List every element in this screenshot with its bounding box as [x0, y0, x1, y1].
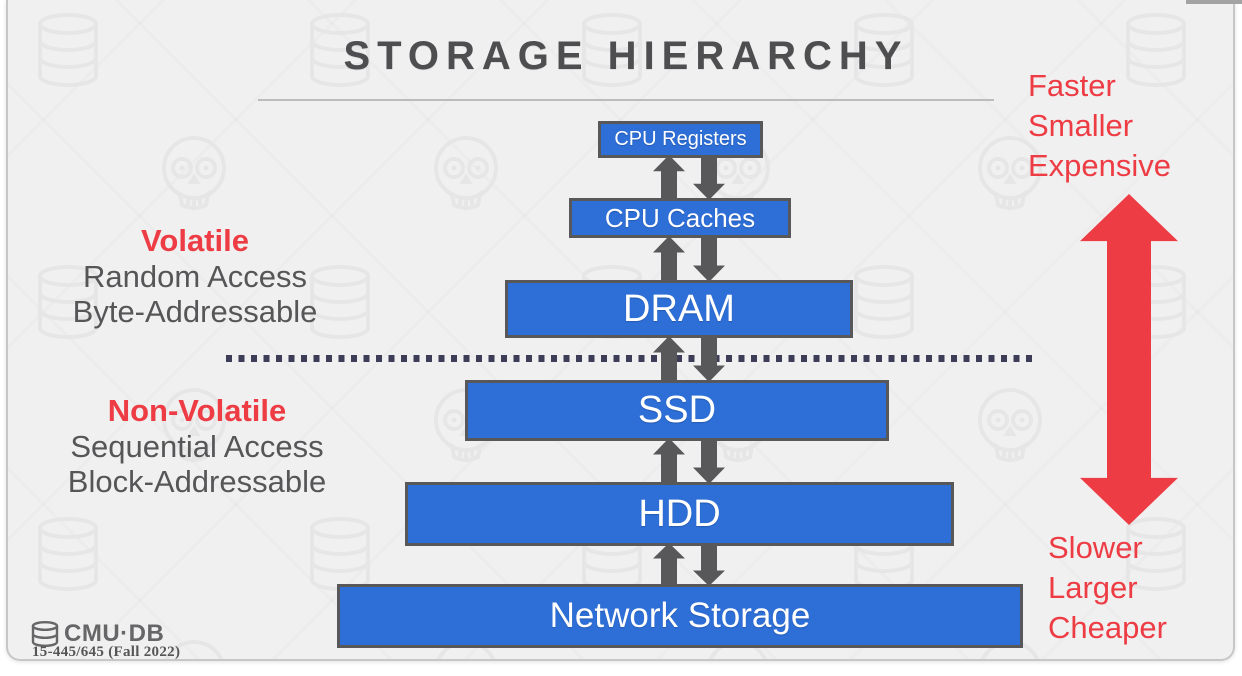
anno-line: Cheaper	[1048, 610, 1167, 645]
hierarchy-box-ssd: SSD	[465, 380, 889, 441]
updown-arrows-icon	[653, 155, 725, 200]
anno-line: Smaller	[1028, 108, 1134, 143]
anno-line: Larger	[1048, 570, 1138, 605]
faster-annotation: Faster Smaller Expensive	[1028, 66, 1171, 186]
nonvolatile-heading: Non-Volatile	[107, 393, 287, 428]
volatile-divider	[226, 355, 1032, 362]
hierarchy-box-cpu-registers: CPU Registers	[598, 121, 763, 158]
hierarchy-box-network-storage: Network Storage	[337, 584, 1023, 648]
anno-line: Faster	[1028, 68, 1116, 103]
faster-slower-arrow-icon	[1080, 194, 1178, 525]
updown-arrows-icon	[653, 543, 725, 586]
nonvolatile-annotation: Non-Volatile Sequential Access Block-Add…	[30, 392, 364, 499]
nonvolatile-line: Block-Addressable	[67, 464, 327, 499]
hierarchy-box-hdd: HDD	[405, 482, 954, 546]
title-divider	[258, 99, 994, 101]
slower-annotation: Slower Larger Cheaper	[1048, 528, 1167, 648]
volatile-heading: Volatile	[141, 223, 249, 258]
hierarchy-box-dram: DRAM	[505, 280, 853, 338]
updown-arrows-icon	[653, 336, 725, 382]
volatile-line: Random Access	[83, 259, 307, 294]
updown-arrows-icon	[653, 236, 725, 282]
nonvolatile-line: Sequential Access	[70, 429, 324, 464]
window-edge-fragment	[1186, 0, 1242, 4]
updown-arrows-icon	[653, 438, 725, 484]
hierarchy-box-cpu-caches: CPU Caches	[569, 198, 791, 238]
volatile-annotation: Volatile Random Access Byte-Addressable	[36, 222, 354, 329]
anno-line: Expensive	[1028, 148, 1172, 183]
slide-title: STORAGE HIERARCHY	[343, 34, 909, 78]
course-code: 15-445/645 (Fall 2022)	[32, 644, 181, 660]
slide: STORAGE HIERARCHY CPU Registers CPU Cach…	[6, 0, 1235, 661]
anno-line: Slower	[1048, 530, 1143, 565]
volatile-line: Byte-Addressable	[72, 294, 318, 329]
